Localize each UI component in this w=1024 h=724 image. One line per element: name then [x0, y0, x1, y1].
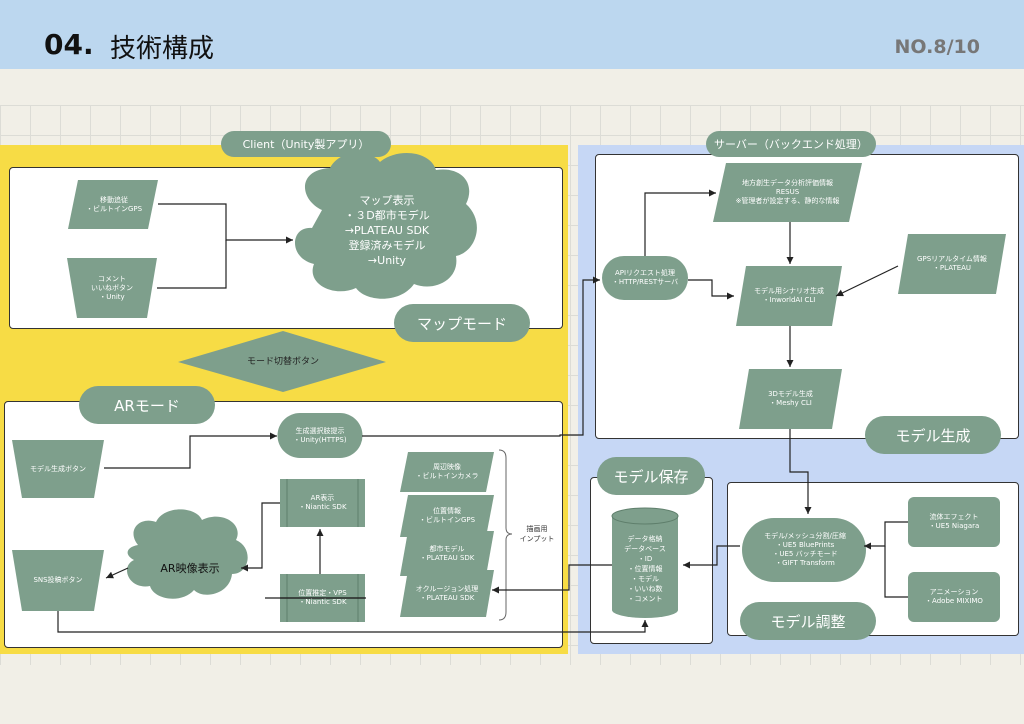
model-adjust-label: モデル調整 [740, 602, 876, 640]
input-location-label: 位置情報 ・ビルトインGPS [418, 507, 476, 524]
comment-like-shape [67, 258, 157, 318]
map-mode-label: マップモード [394, 304, 530, 342]
local-data-shape [713, 163, 862, 222]
page-number: NO.8/10 [894, 36, 980, 58]
ar-display-shape [280, 479, 365, 527]
client-section-label: Client（Unity製アプリ） [221, 131, 391, 157]
input-surround-shape [400, 452, 494, 492]
server-section-label: サーバー（バックエンド処理） [706, 131, 876, 157]
comment-like-label: コメント いいねボタン ・Unity [91, 274, 133, 301]
slide-header: 04. 技術構成 NO.8/10 [0, 0, 1024, 69]
sns-button-shape [12, 550, 104, 611]
page-title: 技術構成 [110, 34, 215, 64]
input-note: 描画用 インプット [519, 525, 555, 543]
model-gen-button-label: モデル生成ボタン [30, 464, 86, 473]
fluid-fx-shape [908, 497, 1000, 547]
scenario-gen-label: モデル用シナリオ生成 ・InworldAI CLI [754, 287, 824, 304]
database-label: データ格納 データベース ・ID ・位置情報 ・モデル ・いいね数 ・コメント [624, 535, 666, 603]
ar-mode-label: ARモード [79, 386, 215, 424]
move-tracking-label: 移動追従 ・ビルトインGPS [85, 195, 143, 213]
input-city-shape [400, 531, 494, 576]
animation-label: アニメーション ・Adobe MIXIMO [925, 588, 983, 605]
mesh-split-shape [742, 518, 866, 582]
api-request-label: APIリクエスト処理 ・HTTP/RESTサーバ [611, 269, 679, 286]
model-gen-label: モデル生成 [865, 416, 1001, 454]
gen-candidates-label: 生成選択肢提示 ・Unity(HTTPS) [293, 426, 347, 444]
local-data-label: 地方創生データ分析評価情報 RESUS ※管理者が設定する、静的な情報 [735, 179, 840, 205]
ar-video-label: AR映像表示 [160, 561, 220, 575]
switch-diamond [178, 331, 386, 392]
map-display-label: マップ表示 ・３D都市モデル →PLATEAU SDK 登録済みモデル →Uni… [344, 193, 430, 267]
api-request-shape [602, 256, 688, 300]
map-display-cloud [295, 152, 477, 299]
scenario-gen-shape [736, 266, 842, 326]
model-3d-shape [739, 369, 842, 429]
mode-switch-label: モード切替ボタン [246, 356, 319, 367]
database-shape [612, 516, 678, 618]
move-tracking-shape [68, 180, 158, 229]
mesh-split-label: モデル/メッシュ分割/圧縮 ・UE5 BluePrints ・UE5 バッチモー… [764, 532, 846, 567]
model-gen-button-shape [12, 440, 104, 498]
ar-display-label: AR表示 ・Niantic SDK [298, 494, 347, 511]
input-occlusion-shape [400, 570, 494, 617]
input-city-label: 都市モデル ・PLATEAU SDK [419, 544, 475, 562]
input-surround-label: 周辺映像 ・ビルトインカメラ [415, 463, 479, 480]
fluid-fx-label: 流体エフェクト ・UE5 Niagara [928, 513, 980, 530]
position-est-label: 位置推定・VPS ・Niantic SDK [298, 589, 347, 606]
gen-candidates-shape [277, 413, 363, 458]
input-location-shape [400, 495, 494, 537]
model-3d-label: 3Dモデル生成 ・Meshy CLI [768, 390, 813, 407]
gps-realtime-label: GPSリアルタイム情報 ・PLATEAU [917, 255, 987, 272]
gps-realtime-shape [898, 234, 1006, 294]
section-number: 04. [44, 28, 94, 61]
sns-button-label: SNS投稿ボタン [33, 576, 83, 584]
model-save-label: モデル保存 [597, 457, 705, 495]
ar-video-cloud [127, 509, 248, 599]
animation-shape [908, 572, 1000, 622]
input-brace [498, 449, 513, 621]
input-occlusion-label: オクルージョン処理 ・PLATEAU SDK [415, 584, 479, 602]
